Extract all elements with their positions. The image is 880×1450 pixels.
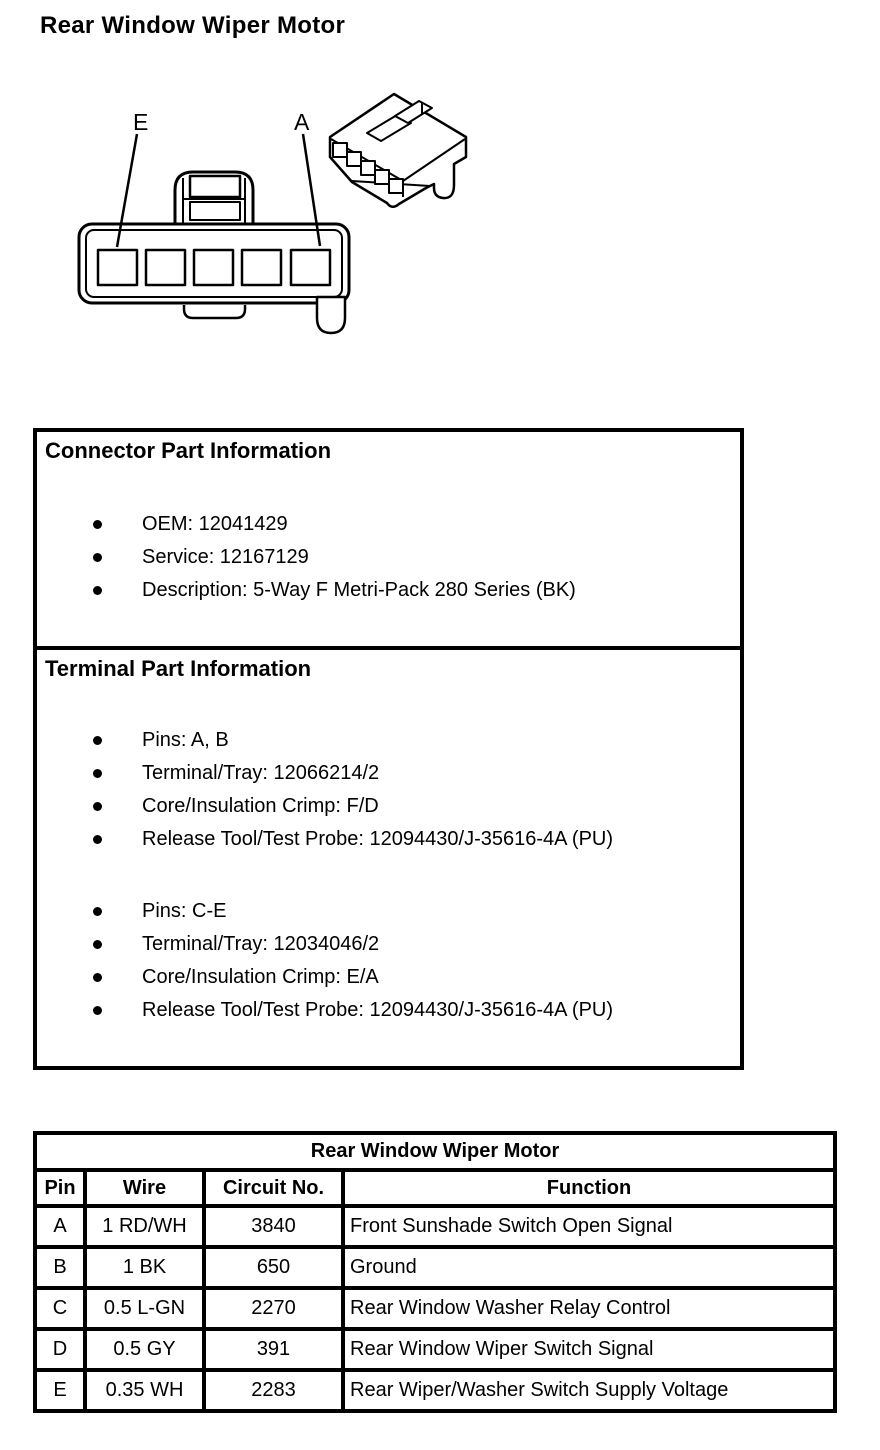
list-item: Pins: C-E — [45, 895, 732, 928]
iso-pin-cavity — [388, 178, 404, 194]
pin-cell: B — [33, 1245, 87, 1290]
wire-cell: 1 RD/WH — [83, 1204, 206, 1249]
pin-label-a: A — [294, 109, 310, 135]
circuit-cell: 2283 — [202, 1368, 345, 1413]
pin-label-e: E — [133, 109, 148, 135]
function-cell: Front Sunshade Switch Open Signal — [340, 1204, 838, 1249]
connector-iso-view — [328, 92, 468, 208]
list-item: Release Tool/Test Probe: 12094430/J-3561… — [45, 994, 732, 1027]
wire-cell: 1 BK — [83, 1245, 206, 1290]
terminal-group-pins-ce-list: Pins: C-E Terminal/Tray: 12034046/2 Core… — [45, 895, 732, 1027]
circuit-cell: 650 — [202, 1245, 345, 1290]
pin-cell: D — [33, 1327, 87, 1372]
terminal-part-information-section: Terminal Part Information Pins: A, B Ter… — [37, 650, 740, 1033]
body-leg — [315, 295, 347, 335]
terminal-group-pins-ab-list: Pins: A, B Terminal/Tray: 12066214/2 Cor… — [45, 724, 732, 856]
column-header-pin: Pin — [33, 1168, 87, 1208]
iso-pin-cavity — [360, 160, 376, 176]
pin-cavity-c — [192, 248, 235, 287]
body-bump — [182, 305, 247, 320]
table-row-pin-d: D 0.5 GY 391 Rear Window Wiper Switch Si… — [33, 1327, 838, 1372]
table-title-row: Rear Window Wiper Motor — [32, 1131, 838, 1172]
function-cell: Rear Wiper/Washer Switch Supply Voltage — [340, 1368, 838, 1413]
iso-pin-cavity — [332, 142, 348, 158]
list-item: Release Tool/Test Probe: 12094430/J-3561… — [45, 823, 732, 856]
iso-pin-cavity — [346, 151, 362, 167]
function-cell: Rear Window Washer Relay Control — [340, 1286, 838, 1331]
list-item: Terminal/Tray: 12066214/2 — [45, 757, 732, 790]
table-header-row: Pin Wire Circuit No. Function — [33, 1168, 838, 1208]
leader-line-e — [115, 133, 139, 248]
face-pin-cavities — [96, 248, 332, 287]
pin-cavity-d — [144, 248, 187, 287]
column-header-wire: Wire — [83, 1168, 206, 1208]
circuit-cell: 3840 — [202, 1204, 345, 1249]
connector-part-info-list: OEM: 12041429 Service: 12167129 Descript… — [45, 508, 732, 607]
iso-pin-cavities — [332, 142, 404, 194]
latch-window-lower — [189, 201, 241, 221]
pin-cavity-e — [96, 248, 139, 287]
connector-face-view — [77, 170, 351, 335]
pin-cell: E — [33, 1368, 87, 1413]
table-row-pin-b: B 1 BK 650 Ground — [33, 1245, 838, 1290]
function-cell: Rear Window Wiper Switch Signal — [340, 1327, 838, 1372]
body-inner-outline — [85, 229, 343, 298]
circuit-cell: 391 — [202, 1327, 345, 1372]
iso-body-outline — [328, 92, 468, 208]
pin-callouts: E A — [115, 109, 322, 248]
pin-cell: A — [33, 1204, 87, 1249]
list-item: Pins: A, B — [45, 724, 732, 757]
wire-cell: 0.5 L-GN — [83, 1286, 206, 1331]
list-item: Core/Insulation Crimp: E/A — [45, 961, 732, 994]
iso-pin-cavity — [374, 169, 390, 185]
connector-part-information-heading: Connector Part Information — [45, 438, 332, 463]
table-row-pin-c: C 0.5 L-GN 2270 Rear Window Washer Relay… — [33, 1286, 838, 1331]
list-item: OEM: 12041429 — [45, 508, 732, 541]
page-title: Rear Window Wiper Motor — [40, 12, 346, 39]
pin-cavity-b — [240, 248, 283, 287]
pin-cell: C — [33, 1286, 87, 1331]
table-title: Rear Window Wiper Motor — [32, 1131, 838, 1172]
leader-line-a — [301, 133, 322, 247]
latch-window-upper — [188, 174, 242, 199]
list-item: Core/Insulation Crimp: F/D — [45, 790, 732, 823]
latch-tab-inner-walls — [182, 178, 246, 223]
pinout-table: Rear Window Wiper Motor Pin Wire Circuit… — [32, 1131, 838, 1413]
connector-part-information-section: Connector Part Information OEM: 12041429… — [37, 432, 740, 650]
list-item: Service: 12167129 — [45, 541, 732, 574]
wire-cell: 0.5 GY — [83, 1327, 206, 1372]
list-item: Description: 5-Way F Metri-Pack 280 Seri… — [45, 574, 732, 607]
table-row-pin-a: A 1 RD/WH 3840 Front Sunshade Switch Ope… — [33, 1204, 838, 1249]
terminal-part-information-heading: Terminal Part Information — [45, 656, 312, 681]
iso-latch-base — [366, 114, 412, 142]
pin-cavity-a — [289, 248, 332, 287]
column-header-function: Function — [340, 1168, 838, 1208]
table-row-pin-e: E 0.35 WH 2283 Rear Wiper/Washer Switch … — [33, 1368, 838, 1413]
connector-diagram: E A — [77, 92, 468, 335]
column-header-circuit-no: Circuit No. — [202, 1168, 345, 1208]
part-information-box: Connector Part Information OEM: 12041429… — [33, 428, 744, 1070]
wire-cell: 0.35 WH — [83, 1368, 206, 1413]
list-item: Terminal/Tray: 12034046/2 — [45, 928, 732, 961]
function-cell: Ground — [340, 1245, 838, 1290]
circuit-cell: 2270 — [202, 1286, 345, 1331]
